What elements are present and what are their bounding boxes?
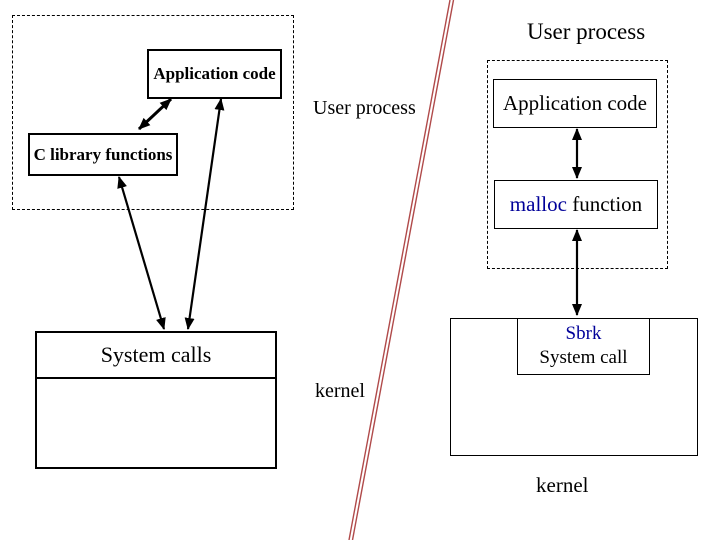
sbrk-system-call-box: Sbrk System call xyxy=(517,318,650,375)
red-divider-line-1 xyxy=(348,0,451,540)
sbrk-word: Sbrk xyxy=(565,323,602,344)
application-code-label-left: Application code xyxy=(153,64,276,83)
left-user-process-dashed-box xyxy=(12,15,294,210)
malloc-function-label: malloc function xyxy=(510,192,642,217)
c-library-functions-label: C library functions xyxy=(33,144,173,164)
c-library-functions-box: C library functions xyxy=(28,133,178,176)
application-code-box-right: Application code xyxy=(493,79,657,128)
kernel-label-middle: kernel xyxy=(315,380,365,402)
malloc-function-box: malloc function xyxy=(494,180,658,229)
function-word: function xyxy=(566,192,643,216)
kernel-label-right: kernel xyxy=(536,473,589,497)
red-divider-line-2 xyxy=(351,0,455,540)
application-code-box-left: Application code xyxy=(147,49,282,99)
system-call-word: System call xyxy=(539,347,628,368)
system-calls-label: System calls xyxy=(100,342,212,367)
system-calls-header: System calls xyxy=(37,333,275,379)
application-code-label-right: Application code xyxy=(502,91,648,115)
malloc-word: malloc xyxy=(509,192,567,216)
user-process-label-middle: User process xyxy=(313,97,416,119)
user-process-label-right: User process xyxy=(527,19,646,44)
system-calls-box: System calls xyxy=(35,331,277,469)
